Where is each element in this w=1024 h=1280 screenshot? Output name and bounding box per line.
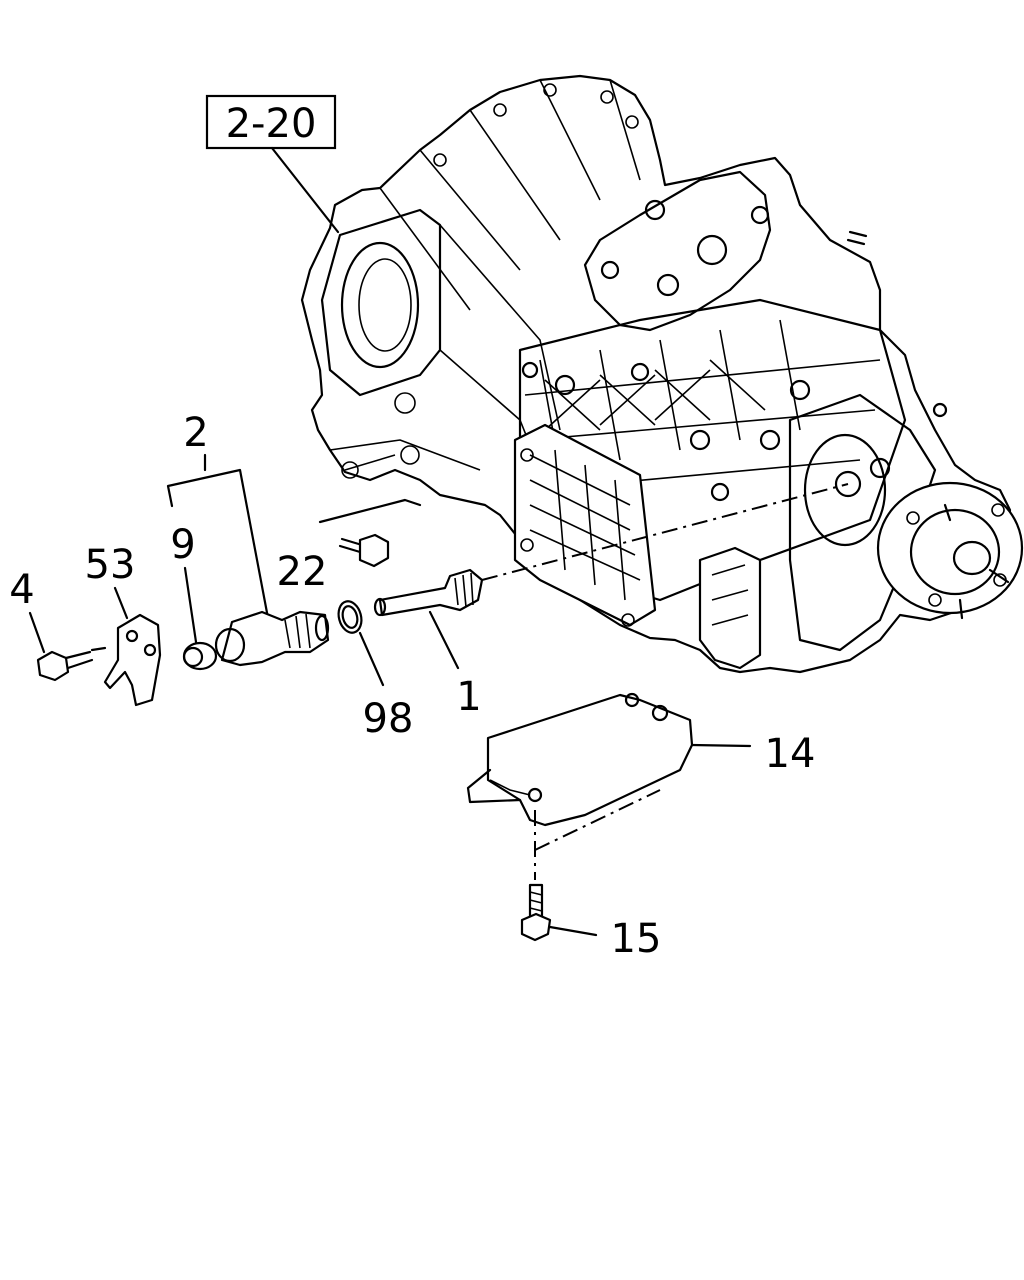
part-9-bushing: 9 xyxy=(170,522,218,671)
callout-53: 53 xyxy=(85,542,136,588)
part-14-cover-plate: 14 xyxy=(466,692,816,827)
part-2-speed-sensor xyxy=(214,610,330,667)
part-2-group: 2 xyxy=(166,410,270,620)
callout-9: 9 xyxy=(170,522,195,568)
callout-98: 98 xyxy=(363,696,414,742)
part-98-oring: 98 xyxy=(337,600,414,742)
callout-22: 22 xyxy=(277,549,328,595)
callout-4: 4 xyxy=(9,567,34,613)
part-1-gear-shaft: 1 xyxy=(373,483,849,720)
callout-14: 14 xyxy=(765,731,816,777)
part-53-bracket: 53 xyxy=(85,542,162,707)
part-15-bolt: 15 xyxy=(520,789,662,962)
transmission-assembly xyxy=(300,74,1024,674)
callout-2: 2 xyxy=(183,410,208,456)
part-22-bolt: 22 xyxy=(277,498,422,595)
part-4-bolt: 4 xyxy=(9,567,107,682)
assembly-reference-label: 2-20 xyxy=(226,101,317,147)
callout-15: 15 xyxy=(611,916,662,962)
callout-1: 1 xyxy=(456,674,481,720)
assembly-reference-box: 2-20 xyxy=(205,94,340,234)
